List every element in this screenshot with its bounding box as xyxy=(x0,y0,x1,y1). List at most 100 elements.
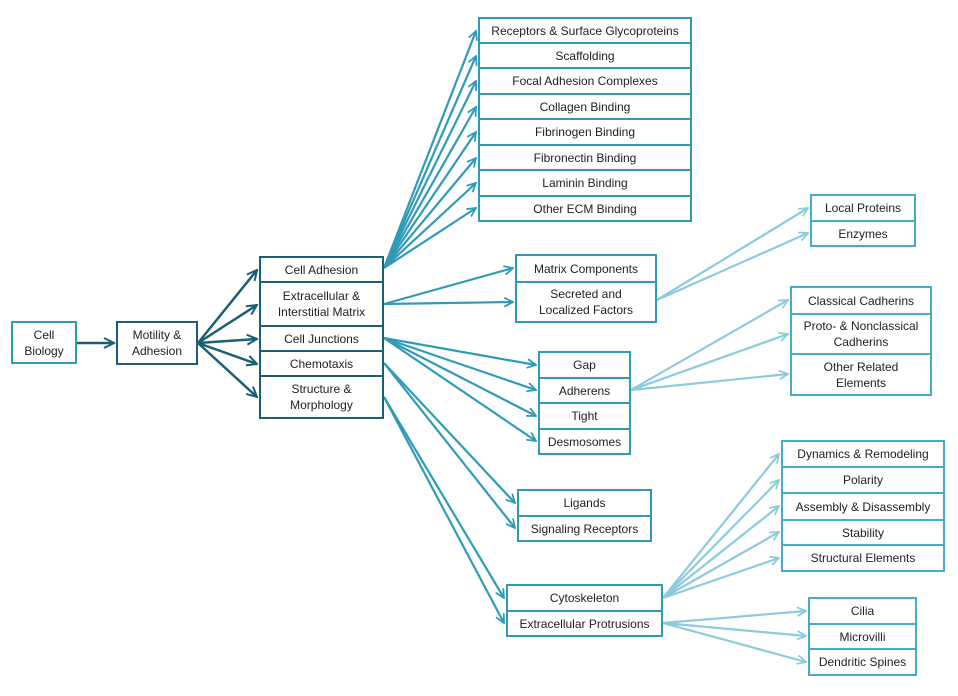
node-chemotaxis: Chemotaxis xyxy=(259,350,384,377)
node-label: Cell Adhesion xyxy=(284,262,359,277)
connector-arrow xyxy=(662,558,779,600)
connector-arrow xyxy=(383,362,515,528)
connector-arrow xyxy=(662,621,806,636)
connector-arrow xyxy=(383,396,504,598)
node-label: Receptors & Surface Glycoproteins xyxy=(491,23,679,38)
node-signaling-receptors: Signaling Receptors xyxy=(517,515,652,542)
connector-arrow xyxy=(383,132,476,269)
node-cell-junctions: Cell Junctions xyxy=(259,325,384,352)
node-tight: Tight xyxy=(538,402,631,430)
node-label: Tight xyxy=(571,409,598,423)
connector-arrow xyxy=(383,362,515,503)
node-label: Dynamics & Remodeling xyxy=(797,447,929,461)
node-label: Dendritic Spines xyxy=(818,655,907,669)
node-label: Stability xyxy=(841,525,885,540)
node-motility-adhesion: Motility & Adhesion xyxy=(116,321,198,365)
connector-arrow xyxy=(383,208,476,269)
node-label: Motility & Adhesion xyxy=(131,328,183,358)
node-secreted-localized-factors: Secreted and Localized Factors xyxy=(515,281,657,323)
node-label: Local Proteins xyxy=(824,201,902,215)
node-ligands: Ligands xyxy=(517,489,652,517)
connector-arrow xyxy=(383,107,476,269)
node-extracellular-protrusions: Extracellular Protrusions xyxy=(506,610,663,637)
node-cell-biology: Cell Biology xyxy=(11,321,77,364)
node-label: Scaffolding xyxy=(555,48,615,63)
node-label: Fibronectin Binding xyxy=(533,150,637,165)
node-label: Enzymes xyxy=(838,226,888,241)
connector-arrow xyxy=(662,480,779,599)
node-other-ecm-binding: Other ECM Binding xyxy=(478,195,692,222)
connector-arrow xyxy=(662,532,779,599)
node-dynamics-remodeling: Dynamics & Remodeling xyxy=(781,440,945,468)
connector-arrow xyxy=(630,334,788,392)
node-label: Secreted and Localized Factors xyxy=(538,287,634,317)
node-gap: Gap xyxy=(538,351,631,379)
node-label: Microvilli xyxy=(839,629,886,644)
node-label: Cytoskeleton xyxy=(549,591,620,605)
node-label: Laminin Binding xyxy=(542,176,628,190)
node-label: Assembly & Disassembly xyxy=(795,499,931,514)
connector-arrow xyxy=(383,336,536,365)
connector-arrow xyxy=(383,302,513,304)
node-label: Extracellular & Interstitial Matrix xyxy=(277,289,366,319)
connector-arrow xyxy=(197,270,257,344)
node-cytoskeleton: Cytoskeleton xyxy=(506,584,663,612)
node-receptors-surface-glycoproteins: Receptors & Surface Glycoproteins xyxy=(478,17,692,44)
node-label: Cilia xyxy=(850,604,875,618)
node-desmosomes: Desmosomes xyxy=(538,428,631,455)
node-label: Extracellular Protrusions xyxy=(519,616,650,631)
connector-arrow xyxy=(197,305,257,345)
connector-arrow xyxy=(656,233,808,302)
node-label: Cell Junctions xyxy=(284,331,359,346)
connector-arrow xyxy=(383,81,477,269)
connector-arrow xyxy=(382,31,476,269)
node-polarity: Polarity xyxy=(781,466,945,494)
node-fibronectin-binding: Fibronectin Binding xyxy=(478,144,692,171)
node-microvilli: Microvilli xyxy=(808,623,917,650)
node-fibrinogen-binding: Fibrinogen Binding xyxy=(478,118,692,146)
connector-arrow xyxy=(383,268,513,306)
node-label: Polarity xyxy=(842,473,883,487)
node-label: Proto- & Nonclassical Cadherins xyxy=(803,319,919,349)
node-label: Signaling Receptors xyxy=(530,521,639,536)
node-label: Structural Elements xyxy=(810,551,916,565)
connector-arrow xyxy=(662,506,779,599)
node-matrix-components: Matrix Components xyxy=(515,254,657,283)
node-label: Adherens xyxy=(558,383,611,398)
connector-arrow xyxy=(383,158,476,269)
node-label: Desmosomes xyxy=(547,434,622,449)
connector-arrow xyxy=(656,208,808,301)
node-focal-adhesion-complexes: Focal Adhesion Complexes xyxy=(478,67,692,95)
node-dendritic-spines: Dendritic Spines xyxy=(808,648,917,676)
connector-arrow xyxy=(383,336,536,390)
connector-arrow xyxy=(630,300,788,391)
node-label: Collagen Binding xyxy=(539,99,631,114)
node-label: Focal Adhesion Complexes xyxy=(512,74,658,88)
node-stability: Stability xyxy=(781,519,945,546)
node-structural-elements: Structural Elements xyxy=(781,544,945,572)
node-classical-cadherins: Classical Cadherins xyxy=(790,286,932,315)
connector-arrow xyxy=(662,611,806,625)
node-label: Other Related Elements xyxy=(823,359,899,390)
node-enzymes: Enzymes xyxy=(810,220,916,247)
node-label: Cell Biology xyxy=(24,327,64,358)
connector-arrow xyxy=(630,374,788,392)
connector-arrow xyxy=(662,454,779,599)
connector-arrow xyxy=(383,183,476,269)
connector-arrow xyxy=(382,56,476,269)
node-label: Chemotaxis xyxy=(289,356,354,371)
node-laminin-binding: Laminin Binding xyxy=(478,169,692,197)
node-label: Structure & Morphology xyxy=(290,382,353,412)
node-local-proteins: Local Proteins xyxy=(810,194,916,222)
connector-arrow xyxy=(383,396,505,623)
node-scaffolding: Scaffolding xyxy=(478,42,692,69)
node-assembly-disassembly: Assembly & Disassembly xyxy=(781,492,945,521)
node-adherens: Adherens xyxy=(538,377,631,404)
node-label: Ligands xyxy=(563,496,606,510)
connector-arrow xyxy=(197,339,257,343)
node-structure-morphology: Structure & Morphology xyxy=(259,375,384,419)
node-label: Fibrinogen Binding xyxy=(534,125,636,139)
connector-arrow xyxy=(197,341,257,364)
connector-arrow xyxy=(197,342,257,397)
